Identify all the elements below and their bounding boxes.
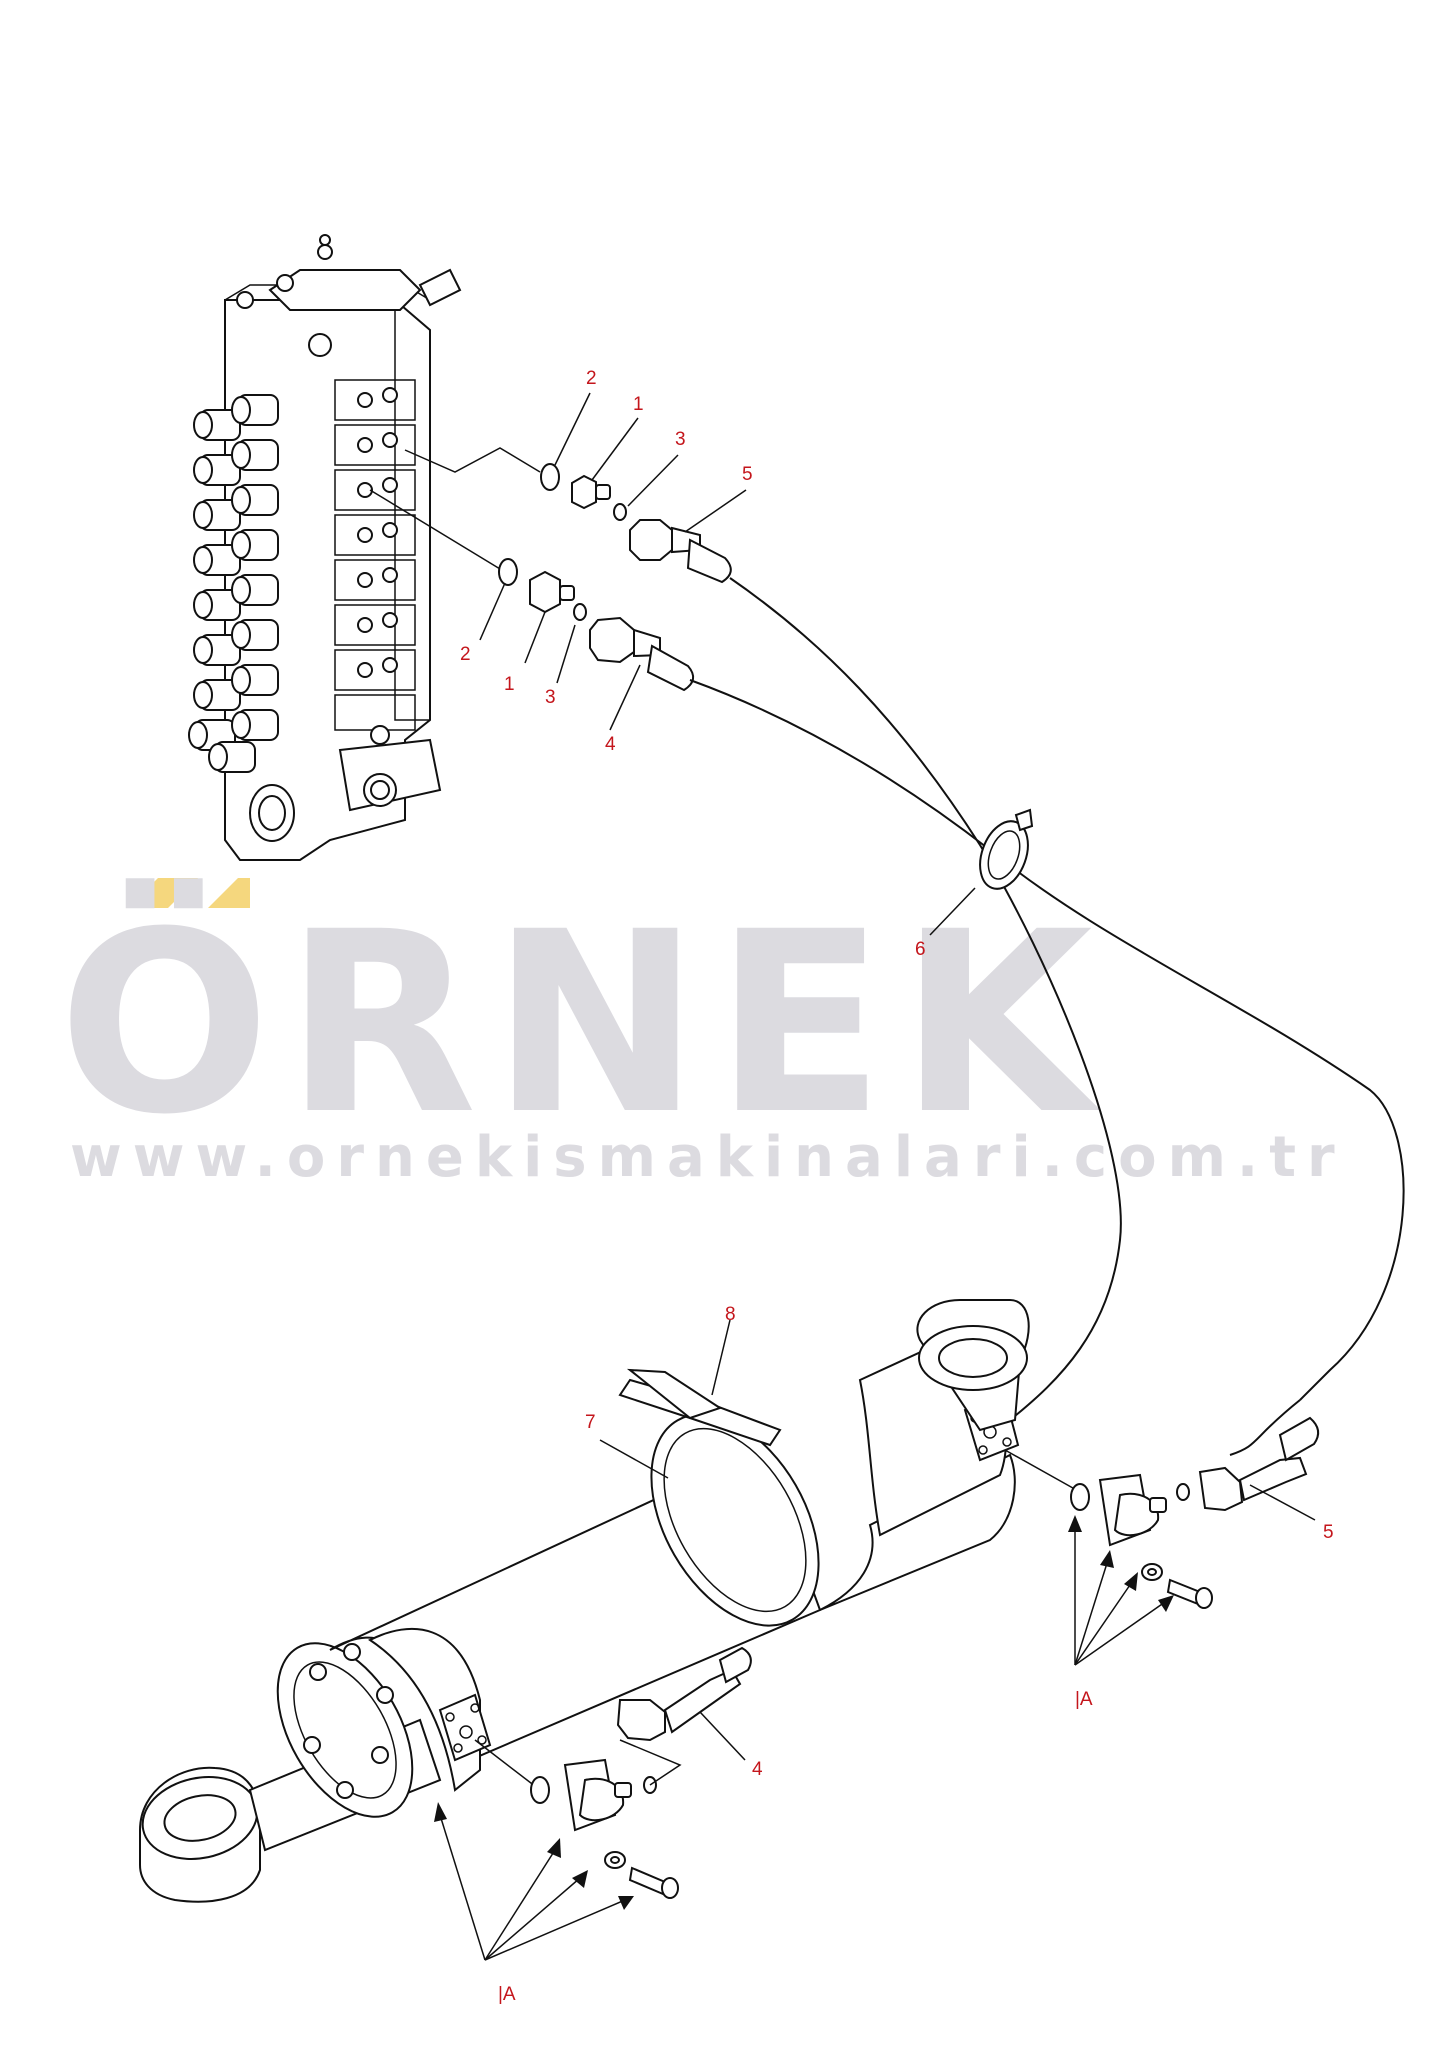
small-o-ring-upper xyxy=(613,503,627,521)
hose-connector-left xyxy=(616,1699,666,1742)
ref-a-right: |A xyxy=(1075,1689,1093,1710)
callout-2-lower: 2 xyxy=(460,644,471,665)
small-o-ring-lower xyxy=(573,603,587,621)
cap-end-fittings xyxy=(1004,1416,1320,1666)
callout-numbers: 2 1 3 5 2 1 3 4 6 8 7 5 4 xyxy=(460,368,1334,1780)
leader-upper-port xyxy=(404,447,541,473)
reference-labels: |A |A xyxy=(498,1689,1093,2005)
head-end-fittings xyxy=(434,1646,752,1961)
watermark: ÖRNEK www.ornekismakinalari.com.tr xyxy=(58,878,1346,1190)
callout-5-lower: 5 xyxy=(1323,1522,1334,1543)
hose-lower xyxy=(689,679,1405,1401)
valve-sections xyxy=(334,379,416,745)
callout-2-upper: 2 xyxy=(586,368,597,389)
o-ring-upper xyxy=(540,463,560,491)
hose-connector-right xyxy=(1198,1466,1244,1512)
callout-5-upper: 5 xyxy=(742,464,753,485)
watermark-url: www.ornekismakinalari.com.tr xyxy=(70,1125,1346,1190)
upper-fitting-row xyxy=(540,463,732,584)
hose-connector-lower xyxy=(589,616,695,692)
hose-clamp xyxy=(979,808,1034,890)
watermark-brand: ÖRNEK xyxy=(58,878,1107,1169)
callout-6: 6 xyxy=(915,939,926,960)
watermark-accent-right xyxy=(208,878,250,908)
adapter-upper xyxy=(571,474,597,510)
callout-8: 8 xyxy=(725,1304,736,1325)
valve-left-plugs xyxy=(188,394,279,773)
ref-a-left: |A xyxy=(498,1984,516,2005)
hydraulic-cylinder xyxy=(139,1299,1030,1903)
control-valve-block xyxy=(188,234,462,861)
clamp-band xyxy=(650,1413,820,1627)
callout-1-upper: 1 xyxy=(633,394,644,415)
callout-4-lower: 4 xyxy=(752,1759,763,1780)
hoses xyxy=(689,577,1405,1456)
hose-lower-end xyxy=(1229,1399,1301,1456)
callout-1-lower: 1 xyxy=(504,674,515,695)
adapter-lower xyxy=(529,570,561,614)
o-ring-lower xyxy=(498,558,518,586)
callout-leaders xyxy=(479,392,1316,1761)
callout-7: 7 xyxy=(585,1412,596,1433)
hose-connector-upper xyxy=(629,519,732,584)
hose-upper xyxy=(729,577,1122,1421)
callout-4-upper: 4 xyxy=(605,734,616,755)
callout-3-lower: 3 xyxy=(545,687,556,708)
callout-3-upper: 3 xyxy=(675,429,686,450)
leader-lower-port xyxy=(369,489,506,573)
watermark-accent-left xyxy=(128,878,198,908)
lower-fitting-row xyxy=(498,558,695,692)
